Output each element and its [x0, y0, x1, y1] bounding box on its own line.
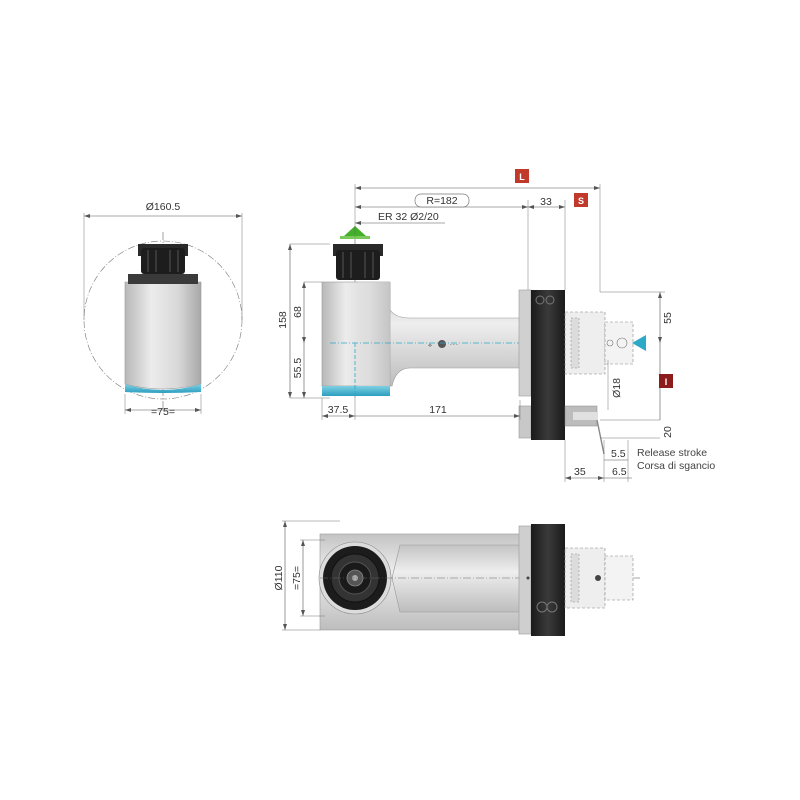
height-55-5-label: 55.5	[292, 358, 304, 379]
dim-20-label: 20	[662, 426, 674, 438]
corsa-sgancio-label: Corsa di sgancio	[637, 460, 715, 472]
width-171-label: 171	[429, 404, 447, 416]
arm-screw	[438, 340, 446, 348]
flange	[518, 289, 532, 397]
side-body	[124, 281, 202, 390]
dim-6-5-label: 6.5	[612, 466, 627, 478]
radius-label: R=182	[426, 195, 457, 207]
release-stroke-label: Release stroke	[637, 447, 707, 459]
badge-I	[659, 374, 673, 388]
front-arm	[389, 282, 521, 387]
tool-shank	[564, 311, 634, 375]
badge-S-text: S	[578, 196, 584, 206]
front-collet-nut	[336, 250, 380, 280]
side-cyan-base	[125, 384, 201, 393]
badge-S	[574, 193, 588, 207]
dark-housing	[531, 290, 565, 440]
height-158-label: 158	[277, 311, 289, 329]
front-cyan-base	[322, 386, 390, 396]
front-view: L R=182 33 S ER 32 Ø2/20	[277, 169, 715, 482]
top-diameter-label: Ø110	[273, 565, 285, 590]
offset-33-label: 33	[540, 196, 552, 208]
dim-35-label: 35	[574, 466, 586, 478]
diameter-18-label: Ø18	[611, 378, 623, 398]
svg-text:- - -: - - -	[450, 342, 458, 348]
badge-I-text: I	[665, 377, 668, 387]
side-width-label: =75=	[151, 406, 175, 418]
side-diameter-label: Ø160.5	[146, 201, 181, 213]
height-55-label: 55	[662, 312, 674, 324]
top-width-label: =75=	[291, 566, 303, 590]
svg-text:⟡: ⟡	[428, 343, 432, 349]
width-37-5-label: 37.5	[328, 404, 349, 416]
height-68-label: 68	[292, 306, 304, 318]
dim-5-5-label: 5.5	[611, 448, 626, 460]
top-view: Ø110 =75=	[273, 520, 640, 636]
radius-box	[414, 193, 470, 208]
badge-L-text: L	[519, 172, 525, 182]
collet-label: ER 32 Ø2/20	[378, 211, 439, 223]
cyan-arrow	[632, 335, 646, 351]
collet-nut	[141, 248, 185, 274]
badge-L	[515, 169, 529, 183]
top-dark-housing	[531, 524, 565, 636]
side-view: Ø160.5 =75=	[83, 201, 243, 418]
